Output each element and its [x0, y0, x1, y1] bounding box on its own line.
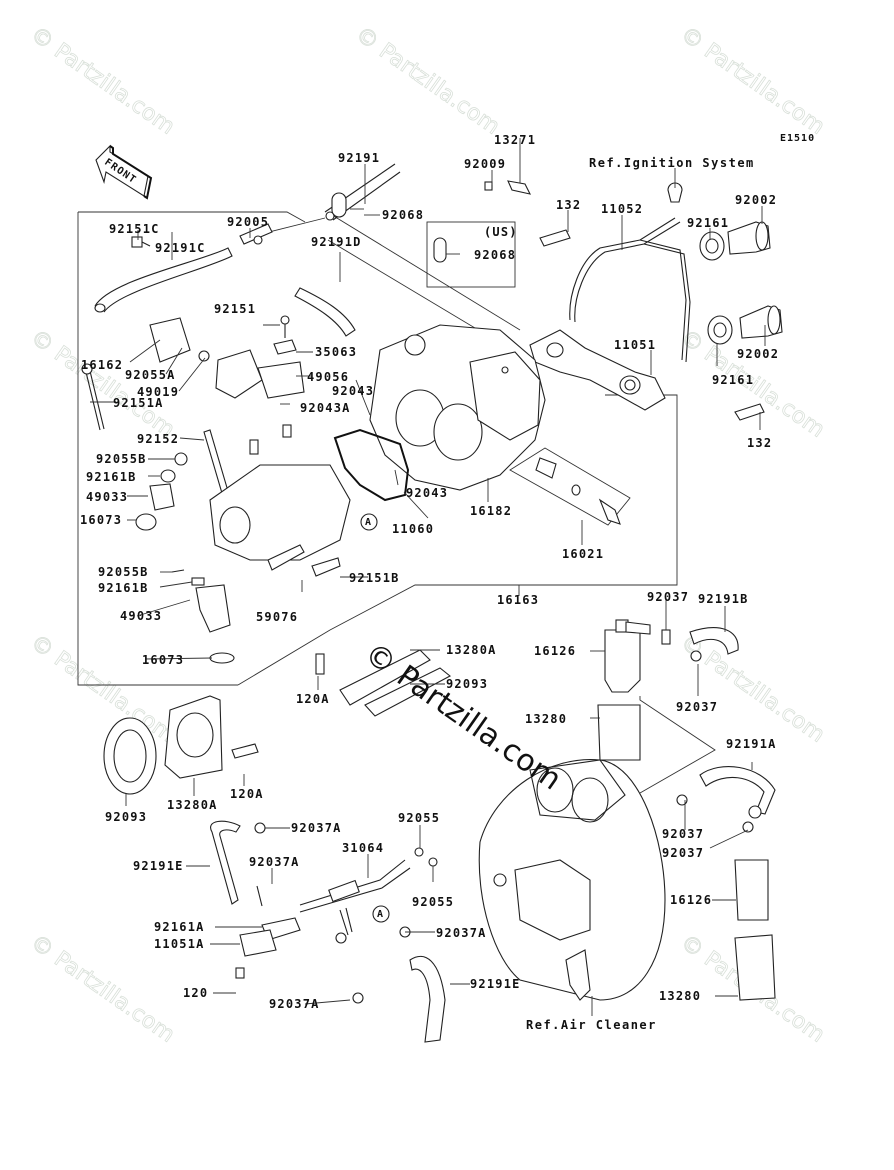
part-label[interactable]: 132 — [556, 198, 582, 212]
diagram-code: E1510 — [780, 133, 816, 144]
part-label[interactable]: 92055B — [98, 565, 149, 579]
part-label[interactable]: 92191 — [338, 151, 381, 165]
part-label[interactable]: 92037A — [436, 926, 487, 940]
part-label[interactable]: 92037A — [269, 997, 320, 1011]
part-label[interactable]: 49033 — [86, 490, 129, 504]
front-arrow-icon — [95, 144, 153, 200]
part-label[interactable]: 92191E — [133, 859, 184, 873]
part-label[interactable]: 13280 — [659, 989, 702, 1003]
part-label[interactable]: 92043 — [406, 486, 449, 500]
part-label[interactable]: 92161A — [154, 920, 205, 934]
part-label[interactable]: 31064 — [342, 841, 385, 855]
part-label[interactable]: 11051 — [614, 338, 657, 352]
part-label[interactable]: 16073 — [142, 653, 185, 667]
part-label[interactable]: 120A — [296, 692, 330, 706]
part-label[interactable]: 11060 — [392, 522, 435, 536]
part-label[interactable]: 92151C — [109, 222, 160, 236]
part-label[interactable]: 92161 — [712, 373, 755, 387]
part-label[interactable]: 13280A — [446, 643, 497, 657]
part-label[interactable]: 92191A — [726, 737, 777, 751]
part-label[interactable]: 13271 — [494, 133, 537, 147]
part-label[interactable]: 13280 — [525, 712, 568, 726]
part-label[interactable]: 49033 — [120, 609, 163, 623]
ref-ignition-system[interactable]: Ref.Ignition System — [589, 156, 755, 170]
part-label[interactable]: 92093 — [105, 810, 148, 824]
part-label[interactable]: 92055 — [412, 895, 455, 909]
part-label[interactable]: 92161B — [86, 470, 137, 484]
part-label[interactable]: 120A — [230, 787, 264, 801]
part-label[interactable]: 132 — [747, 436, 773, 450]
part-label[interactable]: 92191C — [155, 241, 206, 255]
part-label[interactable]: 92191E — [470, 977, 521, 991]
part-label[interactable]: 92151 — [214, 302, 257, 316]
part-label[interactable]: 92037 — [676, 700, 719, 714]
part-label[interactable]: 92191D — [311, 235, 362, 249]
part-label[interactable]: 92037A — [291, 821, 342, 835]
part-label[interactable]: 59076 — [256, 610, 299, 624]
part-label[interactable]: 120 — [183, 986, 209, 1000]
part-label[interactable]: 92055B — [96, 452, 147, 466]
part-label[interactable]: 35063 — [315, 345, 358, 359]
part-label[interactable]: 16126 — [670, 893, 713, 907]
callout-a-text: A — [377, 909, 385, 920]
part-label[interactable]: 92161B — [98, 581, 149, 595]
part-label[interactable]: 16162 — [81, 358, 124, 372]
part-label[interactable]: 16126 — [534, 644, 577, 658]
part-label[interactable]: 92037 — [662, 827, 705, 841]
part-label[interactable]: 92037 — [647, 590, 690, 604]
part-label[interactable]: 92043A — [300, 401, 351, 415]
part-label[interactable]: 13280A — [167, 798, 218, 812]
part-label[interactable]: 92005 — [227, 215, 270, 229]
part-label[interactable]: 16021 — [562, 547, 605, 561]
part-label[interactable]: 92161 — [687, 216, 730, 230]
part-label[interactable]: 92002 — [735, 193, 778, 207]
callout-a-text: A — [365, 517, 373, 528]
part-label[interactable]: 92152 — [137, 432, 180, 446]
part-label[interactable]: 92068 — [382, 208, 425, 222]
part-label[interactable]: 49019 — [137, 385, 180, 399]
us-box-label: (US) — [484, 225, 518, 239]
part-label[interactable]: 92151A — [113, 396, 164, 410]
part-label[interactable]: 92055A — [125, 368, 176, 382]
part-label[interactable]: 92009 — [464, 157, 507, 171]
part-label[interactable]: 16163 — [497, 593, 540, 607]
part-label[interactable]: 92191B — [698, 592, 749, 606]
callout-a-marker — [372, 905, 390, 923]
part-label[interactable]: 92055 — [398, 811, 441, 825]
part-label[interactable]: 92037A — [249, 855, 300, 869]
part-label[interactable]: 92068 — [474, 248, 517, 262]
ref-air-cleaner[interactable]: Ref.Air Cleaner — [526, 1018, 657, 1032]
part-label[interactable]: 92002 — [737, 347, 780, 361]
part-label[interactable]: 92037 — [662, 846, 705, 860]
part-label[interactable]: 11052 — [601, 202, 644, 216]
callout-a-marker — [360, 513, 378, 531]
part-label[interactable]: 92043 — [332, 384, 375, 398]
part-label[interactable]: 16182 — [470, 504, 513, 518]
part-label[interactable]: 92093 — [446, 677, 489, 691]
part-label[interactable]: 11051A — [154, 937, 205, 951]
part-label[interactable]: 92151B — [349, 571, 400, 585]
part-label[interactable]: 16073 — [80, 513, 123, 527]
part-label[interactable]: 49056 — [307, 370, 350, 384]
